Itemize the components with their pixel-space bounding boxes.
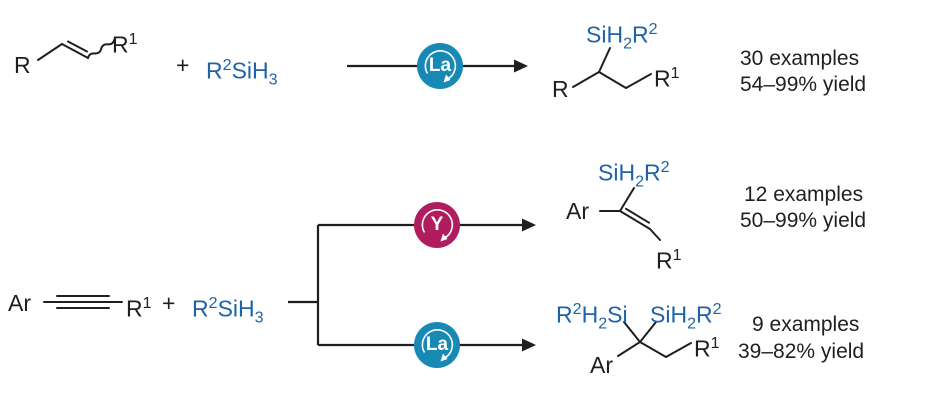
product-bis-r1-label: R1 — [694, 334, 720, 362]
examples-count-top: 30 examples — [740, 47, 860, 70]
silane-formula-bottom: R2SiH3 — [192, 294, 264, 327]
examples-count-y: 12 examples — [744, 183, 864, 206]
alkyne-skeleton — [43, 295, 123, 309]
branch-connector — [288, 225, 320, 345]
product-vinyl-skeleton — [599, 187, 661, 241]
plus-sign-bottom: + — [162, 290, 176, 316]
catalyst-badge-la-top: La — [417, 43, 463, 89]
catalyst-label: La — [428, 55, 452, 76]
alkene-r1-label: R1 — [112, 30, 138, 58]
product-top-r1-label: R1 — [654, 64, 680, 92]
product-bis-skeleton — [617, 321, 692, 358]
alkene-skeleton — [37, 38, 116, 61]
yield-range-y: 50–99% yield — [740, 209, 867, 232]
product-vinyl-r1-label: R1 — [656, 246, 682, 274]
alkyne-r1-label: R1 — [126, 294, 152, 322]
catalyst-badge-la-bottom: La — [414, 322, 460, 368]
product-top-skeleton — [572, 47, 652, 89]
catalytic-cycle-arrow-icon — [421, 329, 454, 362]
catalyst-label: Y — [430, 214, 444, 235]
product-top-silyl-label: SiH2R2 — [586, 20, 658, 53]
product-bis-silyl-left-label: R2H2Si — [556, 300, 628, 333]
silane-formula-top: R2SiH3 — [206, 56, 278, 89]
plus-sign-top: + — [176, 52, 190, 78]
alkene-r-label: R — [14, 52, 31, 78]
yield-range-top: 54–99% yield — [740, 73, 867, 96]
product-bis-ar-label: Ar — [590, 352, 613, 378]
wavy-bond — [87, 38, 116, 59]
product-vinyl-ar-label: Ar — [566, 198, 589, 224]
catalyst-badge-y: Y — [414, 202, 460, 248]
product-top-r-label: R — [552, 76, 569, 102]
alkyne-ar-label: Ar — [8, 290, 31, 316]
product-vinyl-silyl-label: SiH2R2 — [598, 158, 670, 191]
catalytic-cycle-arrow-icon — [421, 209, 454, 242]
yield-range-la: 39–82% yield — [738, 340, 865, 363]
product-bis-silyl-right-label: SiH2R2 — [650, 300, 722, 333]
catalyst-label: La — [425, 334, 449, 355]
examples-count-la: 9 examples — [752, 313, 860, 336]
catalytic-cycle-arrow-icon — [424, 50, 457, 83]
